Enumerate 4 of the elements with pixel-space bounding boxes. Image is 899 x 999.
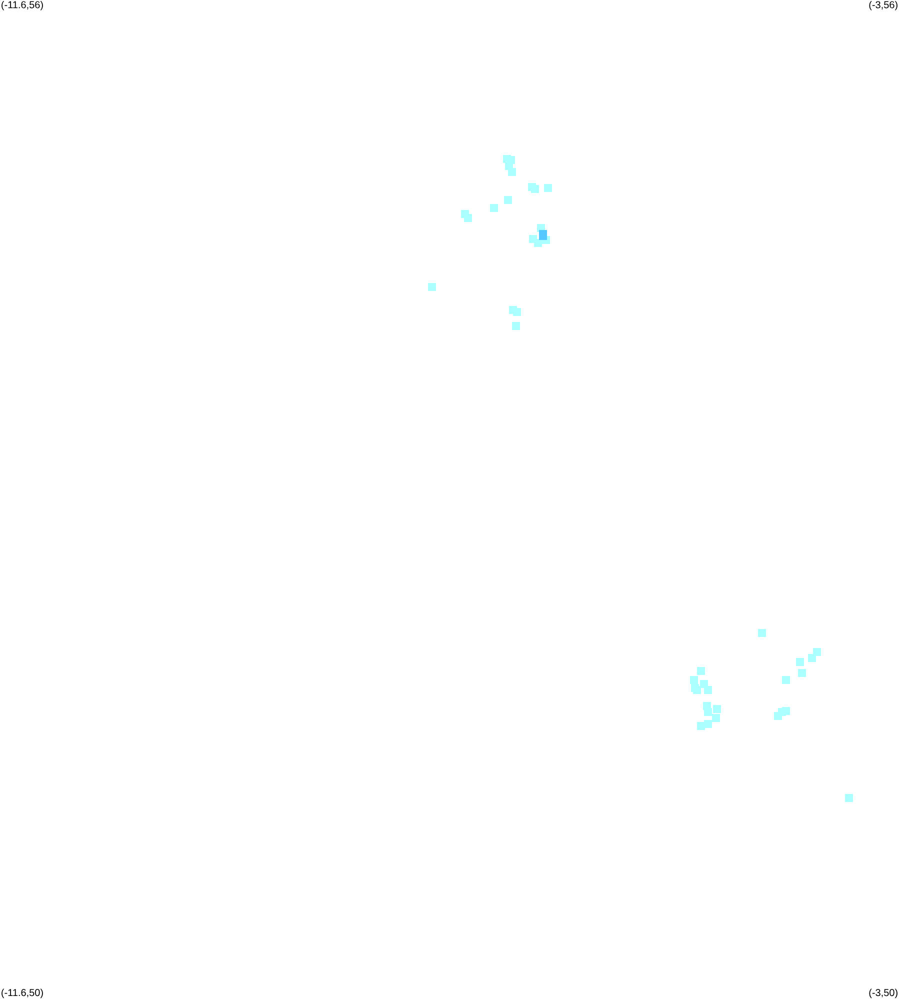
corner-label: (-3,56) xyxy=(869,0,898,10)
corner-label: (-11.6,56) xyxy=(2,0,43,10)
corner-label: (-11.6,50) xyxy=(2,988,43,998)
corner-label: (-3,50) xyxy=(869,988,898,998)
